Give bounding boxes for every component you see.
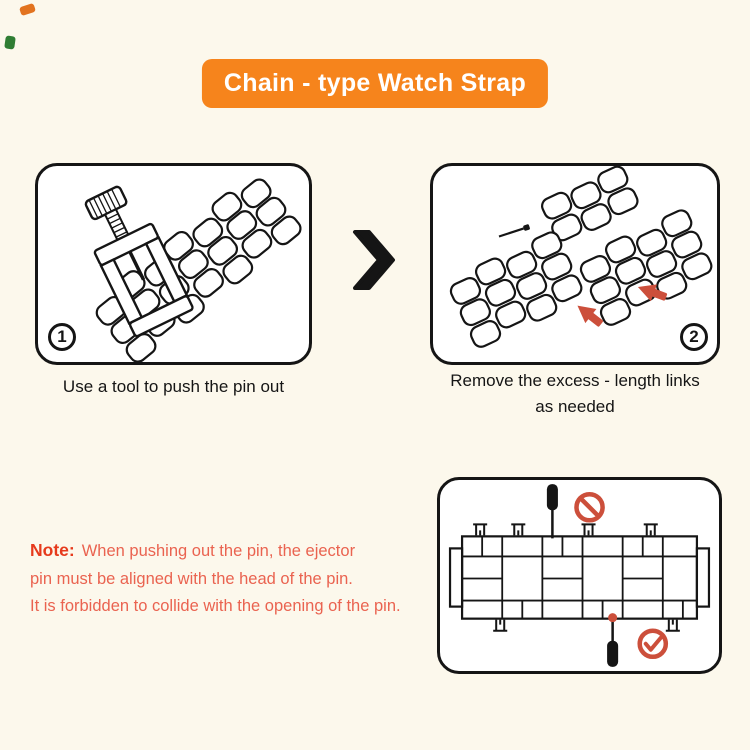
note-line-text: It is forbidden to collide with the open… [30, 597, 401, 615]
page-title: Chain - type Watch Strap [201, 59, 549, 108]
stray-green-mark [4, 35, 16, 50]
step2-caption-line: Remove the excess - length links [450, 371, 700, 390]
remove-links-illustration [447, 166, 716, 351]
ejector-pin [128, 250, 146, 281]
step1-panel: 1 [35, 163, 312, 365]
step2-panel: 2 [430, 163, 720, 365]
step2-caption: Remove the excess - length links as need… [430, 368, 720, 420]
pin-alignment-dot [608, 613, 618, 623]
stray-orange-mark [18, 2, 37, 17]
link-remover-tool [84, 185, 194, 338]
note: Note: When pushing out the pin, the eject… [30, 537, 490, 621]
step1-caption: Use a tool to push the pin out [62, 377, 285, 396]
ejector-pin-bottom [607, 613, 619, 667]
ejector-pin-top [546, 484, 558, 539]
prohibition-icon [574, 491, 605, 523]
step2-number-badge: 2 [680, 323, 708, 351]
spare-pin [498, 224, 530, 238]
step1-number-badge: 1 [48, 323, 76, 351]
note-line: Note: When pushing out the pin, the eject… [30, 537, 490, 566]
push-pin-out-illustration [84, 175, 305, 362]
band-cross-section [448, 535, 711, 620]
note-line-text: When pushing out the pin, the ejector [81, 542, 356, 560]
pin-alignment-detail-panel [437, 477, 722, 674]
pin-alignment-illustration [448, 484, 711, 667]
chevron-right-icon [352, 229, 396, 291]
note-label: Note: [30, 540, 75, 560]
band-left-segment [447, 228, 586, 351]
step2-caption-line: as needed [535, 397, 615, 416]
check-circle-icon [637, 628, 669, 660]
note-line-text: pin must be aligned with the head of the… [30, 569, 353, 588]
